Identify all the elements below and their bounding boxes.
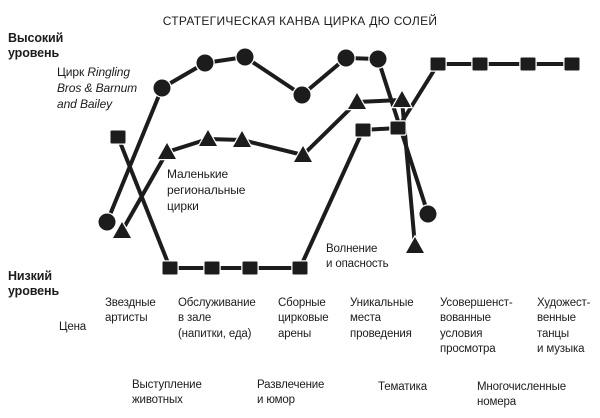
category-label-unique-venue: Уникальные места проведения [350,297,414,340]
square-marker [389,120,407,136]
circle-marker [292,85,312,105]
category-label-fun-humor: Развлечение и юмор [257,379,325,407]
category-label-artistic-music-dance: Художест- венные танцы и музыка [537,297,591,355]
category-label-multiple-productions: Многочисленные номера [477,381,566,409]
chart-title: СТРАТЕГИЧЕСКАЯ КАНВА ЦИРКА ДЮ СОЛЕЙ [162,14,438,28]
category-label-thrills-danger: Волнение и опасность [326,243,389,271]
circle-marker [152,78,172,98]
category-label-theme: Тематика [378,381,427,393]
square-marker [161,260,179,276]
triangle-marker [110,219,134,240]
triangle-marker [196,127,220,148]
triangle-marker [345,90,369,111]
square-marker [203,260,221,276]
category-label-aisle-service: Обслуживание в зале (напитки, еда) [178,297,256,340]
square-marker [354,122,372,138]
category-label-animal-shows: Выступление животных [132,379,202,407]
triangle-marker [155,140,179,161]
circle-marker [336,48,356,68]
square-marker [109,129,127,145]
series-label-ringling-name: Ringling Bros & Barnum and Bailey [57,65,138,111]
square-marker [471,56,489,72]
circle-marker [235,47,255,67]
series-label-ringling-prefix: Цирк [57,65,88,79]
circle-marker [97,212,117,232]
square-marker [429,56,447,72]
triangle-marker [390,88,414,109]
category-label-star-performers: Звездные артисты [105,297,156,325]
series-label-ringling: Цирк Ringling Bros & Barnum and Bailey [57,64,137,112]
regional-line [120,98,417,247]
square-marker [241,260,259,276]
triangle-marker [230,128,254,149]
y-axis-low-label: Низкий уровень [8,269,60,298]
y-axis-high-label: Высокий уровень [8,31,64,60]
category-label-price: Цена [59,321,87,333]
circle-marker [195,53,215,73]
triangle-marker [403,234,427,255]
circle-marker [368,49,388,69]
square-marker [291,260,309,276]
triangle-marker [291,143,315,164]
series-label-regional: Маленькие региональные цирки [167,167,246,213]
square-marker [519,56,537,72]
square-marker [563,56,581,72]
category-label-show-arenas: Сборные цирковые арены [278,297,329,340]
category-label-refined-environment: Усовершенст- вованные условия просмотра [440,297,513,355]
circle-marker [418,204,438,224]
